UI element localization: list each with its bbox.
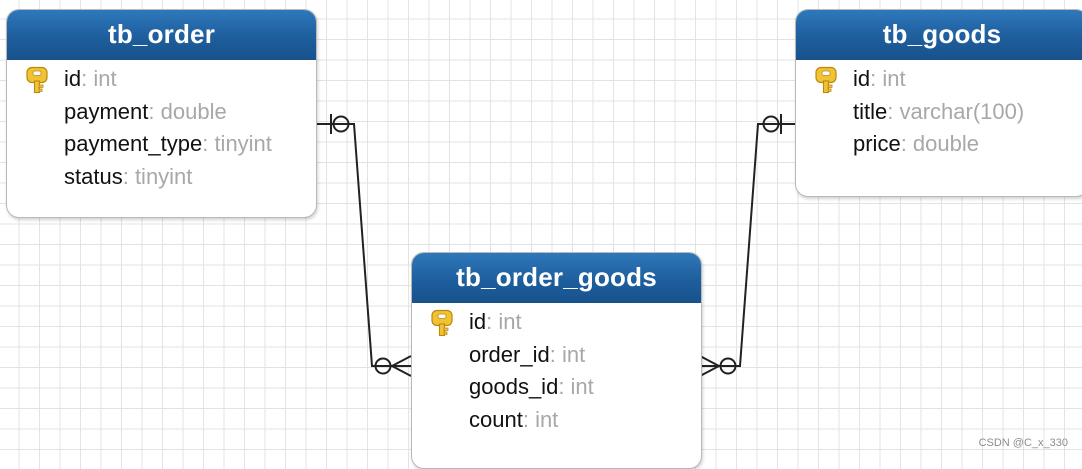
watermark-text: CSDN @C_x_330 <box>978 437 1068 449</box>
crow-foot-marker <box>391 355 412 367</box>
relationship-connectors <box>316 114 795 377</box>
entity-title: tb_order <box>7 10 316 60</box>
field-separator: : <box>486 309 499 334</box>
field-type: int <box>498 309 522 334</box>
field-type: varchar(100) <box>899 98 1025 124</box>
crow-foot-marker <box>699 355 720 367</box>
optional-circle-marker <box>762 115 780 133</box>
field-separator: : <box>887 98 900 124</box>
field-name: payment_type <box>64 131 203 156</box>
field-row[interactable]: count: int <box>412 404 701 437</box>
relationship-line <box>316 123 411 367</box>
field-separator: : <box>202 131 215 156</box>
field-type: tinyint <box>134 163 193 189</box>
primary-key-icon <box>26 66 48 94</box>
field-row[interactable]: status: tinyint <box>7 161 316 194</box>
field-type: double <box>912 131 979 156</box>
field-name: payment <box>64 98 149 124</box>
field-type: int <box>561 341 586 367</box>
primary-key-icon <box>815 66 837 94</box>
field-type: int <box>882 66 906 91</box>
field-row[interactable]: title: varchar(100) <box>796 96 1082 129</box>
field-row[interactable]: id: int <box>796 63 1082 96</box>
field-name: id <box>64 66 82 91</box>
field-separator: : <box>558 374 571 399</box>
field-row[interactable]: payment_type: tinyint <box>7 128 316 161</box>
entity-title: tb_goods <box>796 10 1082 60</box>
field-type: tinyint <box>214 131 272 156</box>
field-separator: : <box>870 66 883 91</box>
field-row[interactable]: order_id: int <box>412 339 701 372</box>
field-name: count <box>469 406 523 432</box>
crow-foot-marker <box>699 365 720 377</box>
field-type: int <box>93 66 117 91</box>
field-separator: : <box>122 163 135 189</box>
field-separator: : <box>81 66 94 91</box>
field-name: title <box>853 98 888 124</box>
field-separator: : <box>148 98 161 124</box>
optional-circle-marker <box>374 357 392 375</box>
field-row[interactable]: price: double <box>796 128 1082 161</box>
field-row[interactable]: payment: double <box>7 96 316 129</box>
field-name: price <box>853 131 901 156</box>
field-row[interactable]: id: int <box>7 63 316 96</box>
primary-key-icon <box>431 309 453 337</box>
relationship-line <box>700 123 795 367</box>
optional-circle-marker <box>719 357 737 375</box>
field-separator: : <box>900 131 913 156</box>
field-row[interactable]: goods_id: int <box>412 371 701 404</box>
field-name: id <box>853 66 871 91</box>
field-type: double <box>160 98 227 124</box>
crow-foot-marker <box>391 365 412 377</box>
field-separator: : <box>549 341 562 367</box>
field-name: order_id <box>469 341 550 367</box>
field-row[interactable]: id: int <box>412 306 701 339</box>
field-type: int <box>570 374 594 399</box>
field-separator: : <box>522 406 536 432</box>
field-name: id <box>469 309 487 334</box>
field-type: int <box>535 406 559 432</box>
field-name: goods_id <box>469 374 559 399</box>
field-name: status <box>64 163 123 189</box>
optional-circle-marker <box>332 115 350 133</box>
entity-title: tb_order_goods <box>412 253 701 303</box>
